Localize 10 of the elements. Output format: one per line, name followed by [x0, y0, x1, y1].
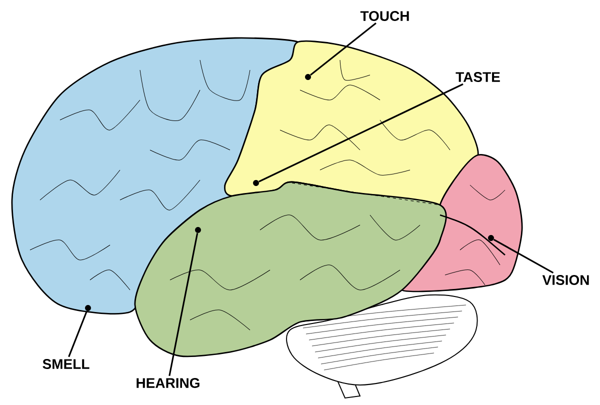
region-label: VISION	[542, 275, 589, 285]
leader-line	[168, 233, 198, 376]
region-label: HEARING	[136, 378, 200, 388]
leader-line	[258, 83, 464, 182]
region-label: SMELL	[42, 359, 90, 369]
leader-line	[68, 310, 88, 358]
region-label: TOUCH	[360, 11, 409, 21]
region-label: TASTE	[456, 72, 500, 82]
leader-line	[310, 22, 376, 76]
leader-line	[493, 238, 554, 274]
